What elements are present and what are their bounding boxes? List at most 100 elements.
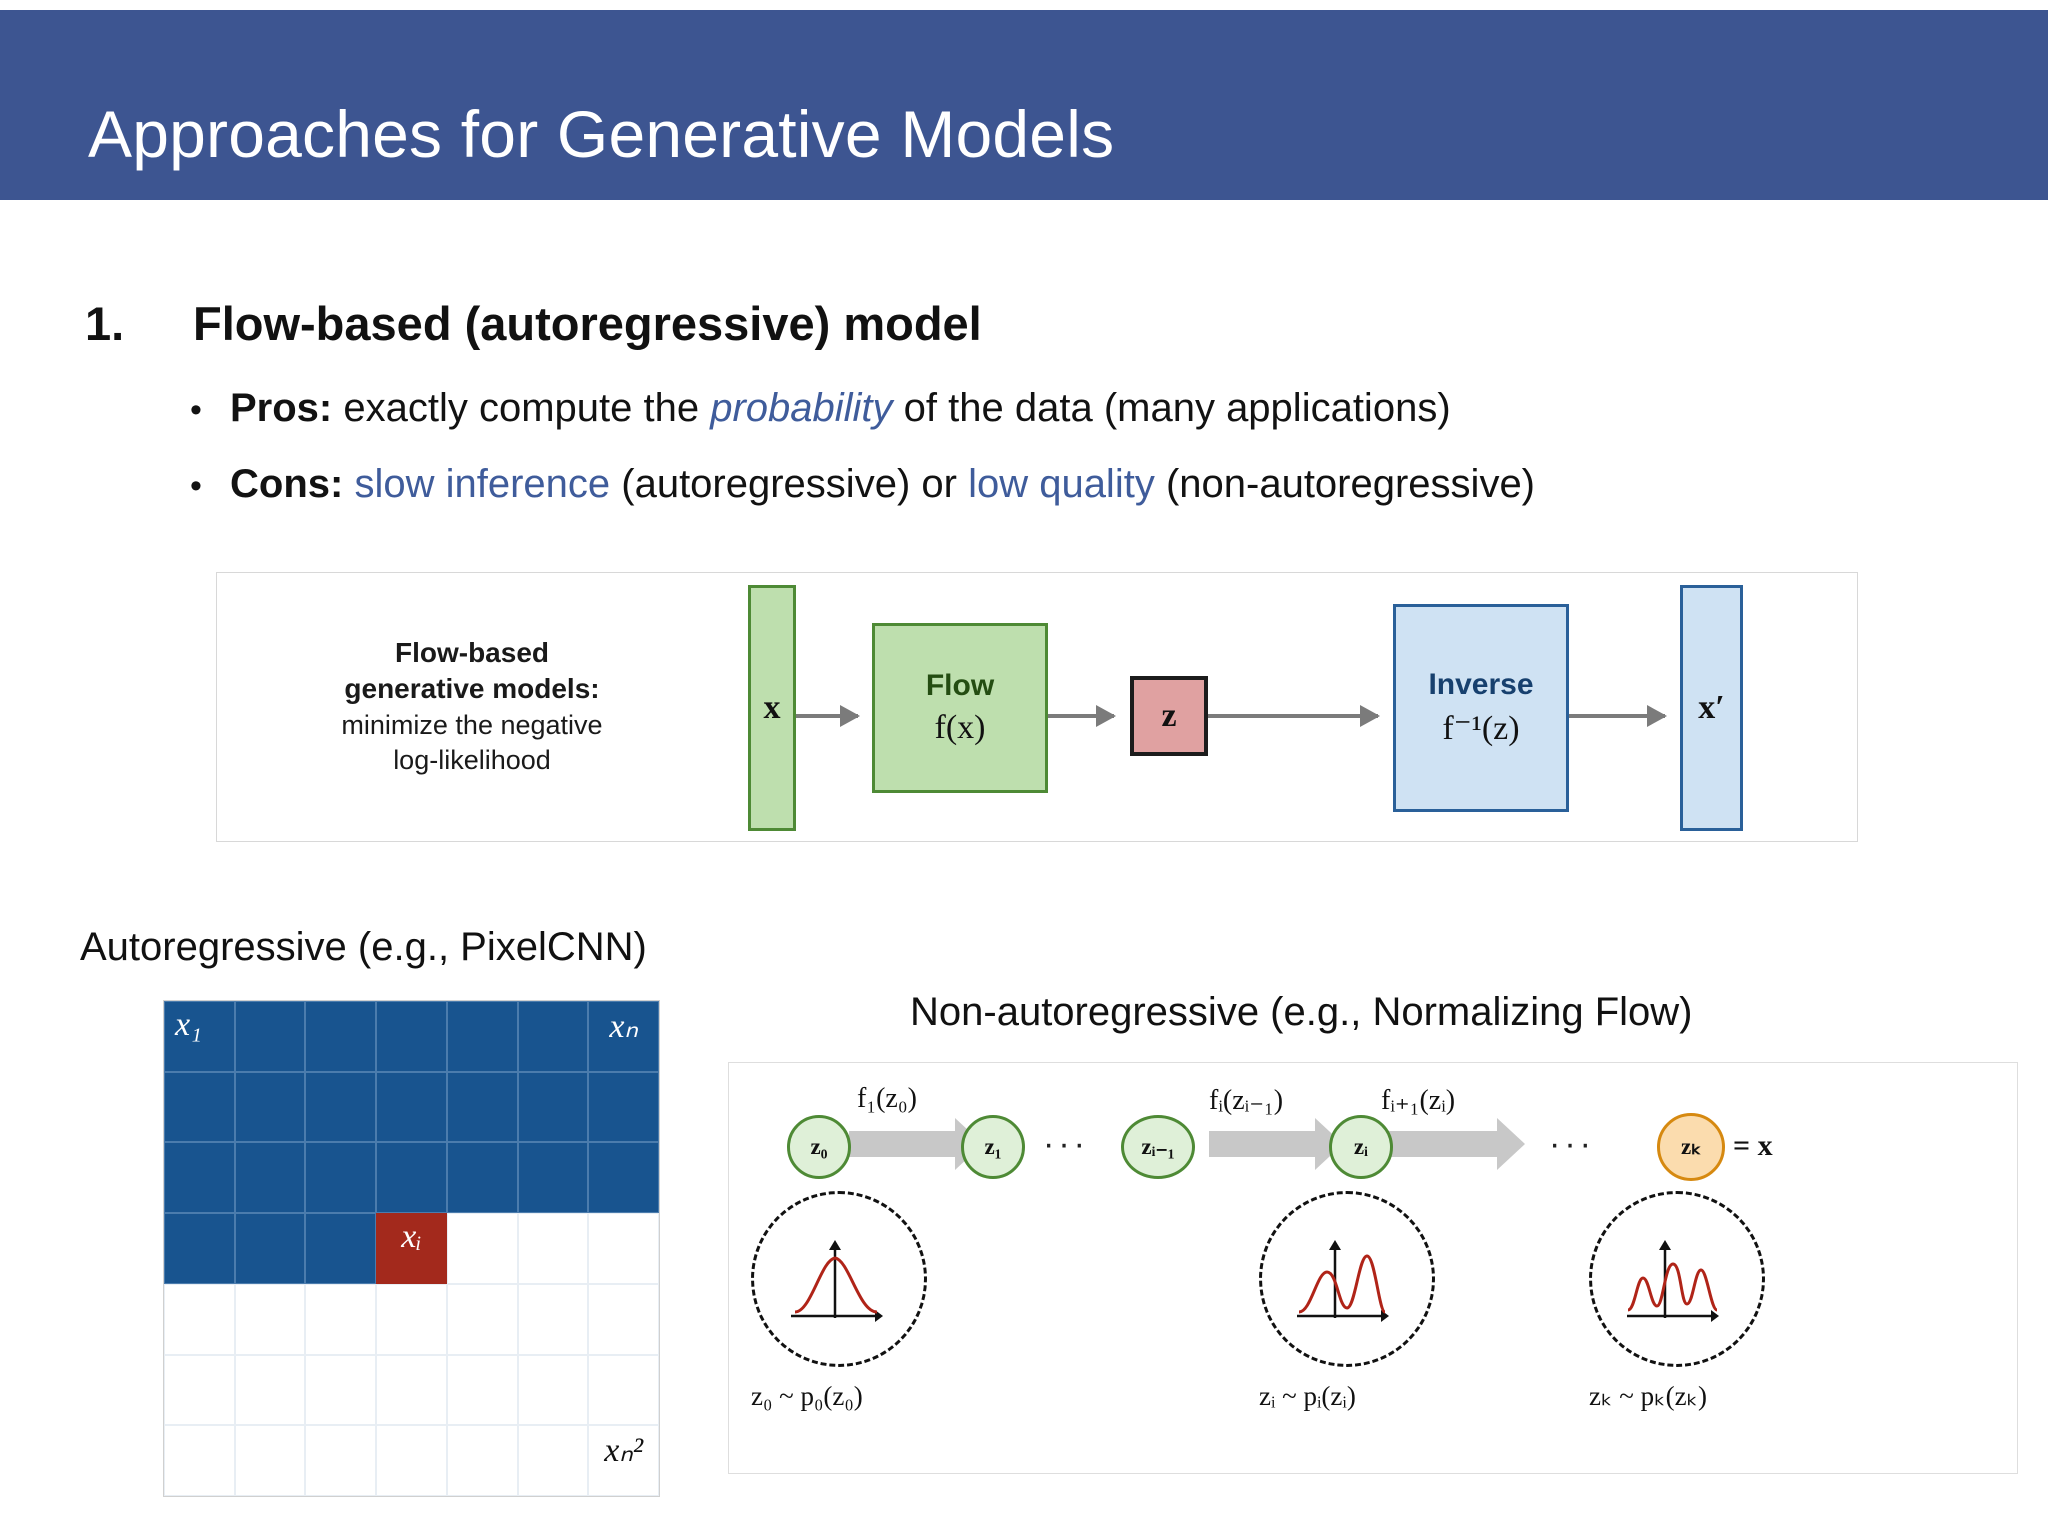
flow-node-inverse-title: Inverse: [1428, 668, 1534, 701]
grid-cell: [376, 1142, 447, 1214]
flow-node-z: z: [1130, 676, 1208, 756]
grid-cell: [446, 1001, 518, 1072]
grid-cell: [305, 1142, 377, 1214]
flow-diagram-panel: Flow-based generative models: minimize t…: [216, 572, 1858, 842]
ellipsis-1: ···: [1043, 1125, 1089, 1163]
grid-cell: [376, 1354, 447, 1426]
flow-node-x-label: x: [763, 689, 781, 726]
equals-x-label: = x: [1733, 1129, 1773, 1162]
bullet-pros-highlight: probability: [710, 386, 893, 430]
grid-cell: [517, 1001, 589, 1072]
transform-label-2: fᵢ(zᵢ₋₁): [1209, 1085, 1284, 1116]
grid-label-top-right: xₙ: [609, 1008, 638, 1045]
outline-heading: Flow-based (autoregressive) model: [193, 297, 982, 350]
distribution-circle-i: [1259, 1191, 1435, 1367]
grid-cell: [446, 1071, 518, 1143]
grid-cell: [234, 1213, 306, 1284]
grid-cell: x₁: [164, 1001, 235, 1072]
grid-cell: [164, 1425, 235, 1496]
grid-cell: [305, 1213, 377, 1284]
grid-label-current: xᵢ: [401, 1218, 422, 1256]
caption-line-3: minimize the negative: [341, 709, 603, 740]
flow-node-x: x: [748, 585, 796, 831]
flow-node-zK: zₖ: [1657, 1113, 1725, 1181]
flow-node-zi-label: zᵢ: [1353, 1134, 1369, 1159]
distribution-label-i: zᵢ ~ pᵢ(zᵢ): [1259, 1381, 1356, 1411]
grid-cell: [376, 1283, 447, 1355]
title-bar: Approaches for Generative Models: [0, 10, 2048, 200]
flow-node-flow-title: Flow: [925, 669, 995, 702]
normalizing-flow-panel: f₁(z₀) fᵢ(zᵢ₋₁) fᵢ₊₁(zᵢ) z₀ z₁ ··· zᵢ₋₁ …: [728, 1062, 2018, 1474]
flow-node-z1-label: z₁: [984, 1134, 1002, 1159]
grid-cell: [305, 1001, 377, 1072]
grid-cell: [234, 1142, 306, 1214]
autoregressive-heading: Autoregressive (e.g., PixelCNN): [80, 925, 647, 969]
outline-number: 1.: [85, 297, 125, 350]
grid-cell: [234, 1283, 306, 1355]
grid-cell: [588, 1213, 659, 1284]
ellipsis-2: ···: [1549, 1125, 1595, 1163]
grid-cell: [517, 1425, 589, 1496]
page-title: Approaches for Generative Models: [88, 97, 1115, 171]
pixelcnn-grid: x₁ xₙ xᵢ xₙ²: [163, 1000, 660, 1497]
flow-node-zi: zᵢ: [1329, 1115, 1393, 1179]
arrow-z-to-inverse-icon: [1208, 705, 1380, 727]
distribution-circle-0: [751, 1191, 927, 1367]
bullet-pros-label: Pros:: [230, 386, 333, 430]
distribution-label-0: z₀ ~ p₀(z₀): [751, 1381, 863, 1411]
grid-cell: [164, 1213, 235, 1284]
grid-cell: [164, 1142, 235, 1214]
flow-node-z0: z₀: [787, 1115, 851, 1179]
grid-cell: [446, 1213, 518, 1284]
grid-label-first: x₁: [175, 1006, 202, 1043]
non-autoregressive-heading: Non-autoregressive (e.g., Normalizing Fl…: [910, 990, 1693, 1034]
flow-node-z0-label: z₀: [810, 1134, 828, 1159]
bullet-cons-highlight-1: slow inference: [354, 462, 611, 506]
flow-node-flow: Flow f(x): [872, 623, 1048, 793]
grid-cell: [517, 1071, 589, 1143]
grid-cell: [517, 1142, 589, 1214]
bullet-cons: •Cons: slow inference (autoregressive) o…: [190, 462, 1535, 507]
bullet-cons-text-4: (non-autoregressive): [1154, 462, 1536, 506]
flow-node-inverse-math: f⁻¹(z): [1442, 710, 1520, 747]
grid-cell: [588, 1283, 659, 1355]
flow-node-zi-1: zᵢ₋₁: [1121, 1115, 1195, 1179]
distribution-plot-0: [791, 1240, 883, 1322]
grid-label-last: xₙ²: [604, 1432, 644, 1470]
distribution-circle-K: [1589, 1191, 1765, 1367]
bullet-dot-icon: •: [190, 390, 202, 429]
grid-cell: xₙ: [588, 1001, 659, 1072]
grid-cell: [517, 1354, 589, 1426]
grid-cell: [234, 1001, 306, 1072]
caption-line-2: generative models:: [344, 673, 600, 705]
flow-node-xprime-label: x′: [1698, 689, 1725, 726]
bullet-cons-text-0: [343, 462, 354, 506]
flow-arrow-1-icon: [849, 1118, 983, 1170]
flow-diagram-caption: Flow-based generative models: minimize t…: [257, 635, 687, 778]
caption-line-1: Flow-based: [394, 637, 549, 668]
grid-cell: [517, 1283, 589, 1355]
bullet-dot-icon: •: [190, 466, 202, 505]
grid-cell: [305, 1425, 377, 1496]
bullet-pros-text-2: of the data (many applications): [892, 386, 1451, 430]
grid-cell: [376, 1001, 447, 1072]
grid-cell: [234, 1425, 306, 1496]
distribution-plot-K: [1627, 1240, 1719, 1322]
flow-node-inverse: Inverse f⁻¹(z): [1393, 604, 1569, 812]
grid-cell-current: xᵢ: [376, 1213, 447, 1284]
grid-cell: [446, 1283, 518, 1355]
transform-label-1: f₁(z₀): [857, 1083, 917, 1114]
flow-arrow-2-icon: [1209, 1118, 1343, 1170]
grid-cell: [305, 1283, 377, 1355]
grid-cell: [234, 1354, 306, 1426]
grid-cell: [305, 1071, 377, 1143]
arrow-inverse-to-xprime-icon: [1569, 705, 1667, 727]
arrow-x-to-flow-icon: [796, 705, 860, 727]
flow-node-z1: z₁: [961, 1115, 1025, 1179]
distribution-label-K: zₖ ~ pₖ(zₖ): [1589, 1381, 1708, 1411]
grid-cell: [588, 1142, 659, 1214]
grid-cell: [588, 1071, 659, 1143]
grid-cell: [446, 1142, 518, 1214]
grid-cell: xₙ²: [588, 1425, 659, 1496]
bullet-cons-label: Cons:: [230, 462, 344, 506]
